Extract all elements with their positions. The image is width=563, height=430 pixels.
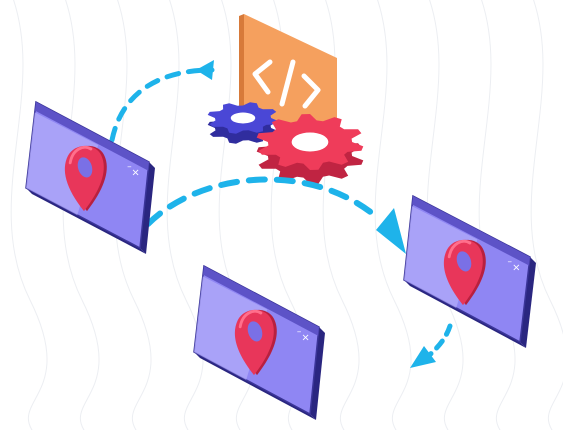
window-titlebar: [35, 102, 149, 171]
contour-line: [530, 0, 563, 430]
window-close-glyph: ×: [131, 168, 139, 179]
window-titlebar: [203, 266, 319, 336]
window-close-glyph: ×: [301, 333, 309, 344]
arrow-head-top: [196, 60, 214, 80]
contour-line: [478, 0, 516, 430]
gear-hole: [291, 132, 329, 152]
dashed-arrow-main: [145, 176, 381, 227]
location-pin-icon: [443, 239, 486, 306]
window-side-edge: [520, 257, 536, 348]
gear-icon: [256, 114, 364, 184]
window-close-glyph: ×: [512, 262, 520, 273]
contour-line: [114, 0, 152, 430]
window-minimize-glyph: –: [127, 162, 132, 172]
location-pin-icon: [234, 309, 277, 376]
browser-window-right: ×–: [403, 194, 536, 348]
window-minimize-glyph: –: [297, 327, 302, 337]
contour-line: [10, 0, 48, 430]
contour-line: [374, 0, 412, 430]
contour-line: [166, 0, 204, 430]
window-side-edge: [140, 162, 155, 254]
window-minimize-glyph: –: [507, 257, 512, 267]
window-titlebar: [412, 196, 530, 266]
browser-window-left: ×–: [25, 100, 155, 254]
browser-window-bottom: ×–: [193, 264, 325, 420]
arrow-head-main: [376, 208, 406, 254]
contour-line: [62, 0, 100, 430]
code-icon: [252, 59, 321, 109]
gear-hole: [230, 112, 256, 124]
dashed-arrow-top: [109, 67, 215, 143]
arrow-head-bottom: [410, 346, 436, 368]
window-side-edge: [310, 327, 325, 420]
dashed-arrow-bottom: [423, 323, 453, 361]
location-pin-icon: [64, 145, 107, 212]
